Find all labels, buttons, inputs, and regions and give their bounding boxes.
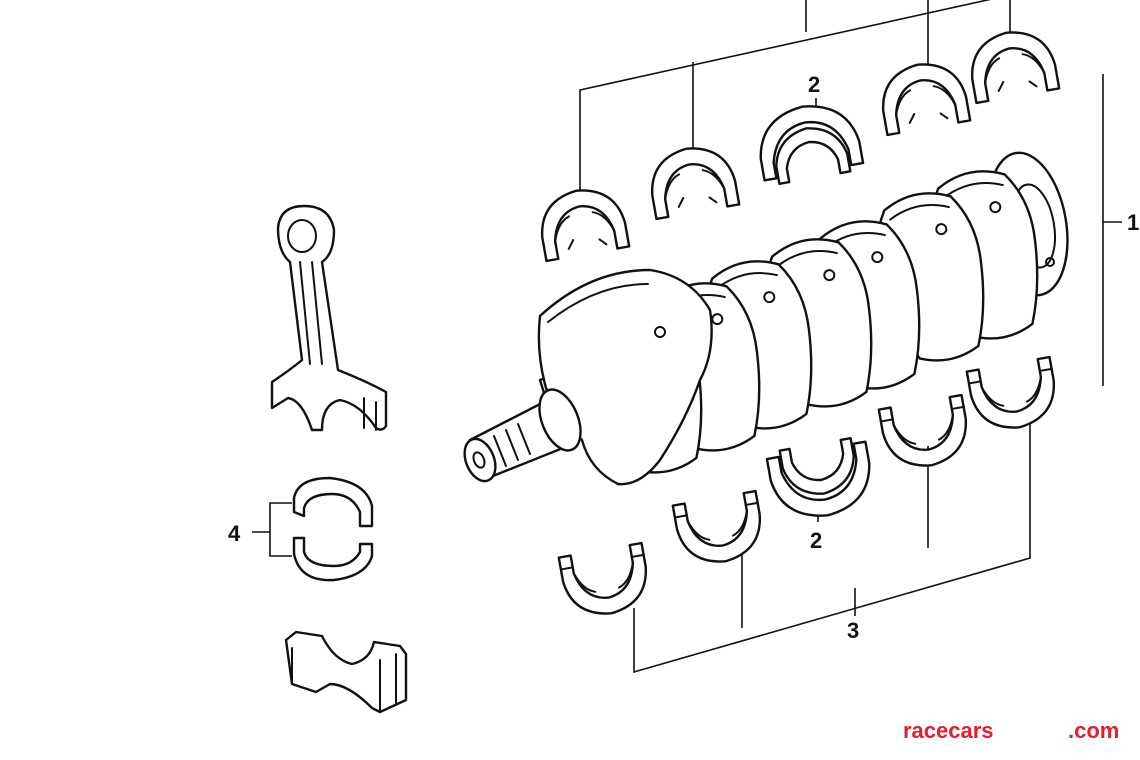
leader-callout-4 — [252, 502, 292, 557]
watermark-dotcom: .com — [1068, 718, 1120, 743]
upper-shell-2 — [644, 140, 741, 221]
leader-callout-3 — [633, 414, 1031, 674]
upper-shell-4 — [875, 56, 972, 137]
lower-shell-1 — [557, 541, 654, 622]
upper-shell-1 — [534, 182, 631, 263]
callout-1: 1 — [1127, 210, 1139, 235]
lower-thrust-bearing — [764, 434, 879, 526]
connecting-rod — [270, 204, 388, 432]
rod-cap-body — [284, 630, 408, 714]
callout-2-lower: 2 — [810, 528, 822, 553]
callout-2-upper: 2 — [808, 72, 820, 97]
rod-bearing-upper — [292, 476, 374, 528]
rod-bearing-set — [292, 476, 374, 582]
crankshaft — [463, 151, 1069, 486]
upper-shell-5 — [964, 24, 1061, 105]
rod-bearing-lower — [292, 536, 374, 582]
lower-shell-2 — [671, 489, 768, 570]
lower-shell-5 — [965, 355, 1062, 436]
callout-4: 4 — [228, 521, 241, 546]
upper-thrust-bearing — [751, 96, 866, 188]
callout-3: 3 — [847, 618, 859, 643]
watermark-racecars: racecars — [903, 718, 994, 743]
lower-shell-4 — [877, 393, 974, 474]
leader-callout-1 — [579, 0, 1122, 386]
connecting-rod-cap — [284, 630, 408, 714]
leader-lines — [252, 0, 1122, 674]
